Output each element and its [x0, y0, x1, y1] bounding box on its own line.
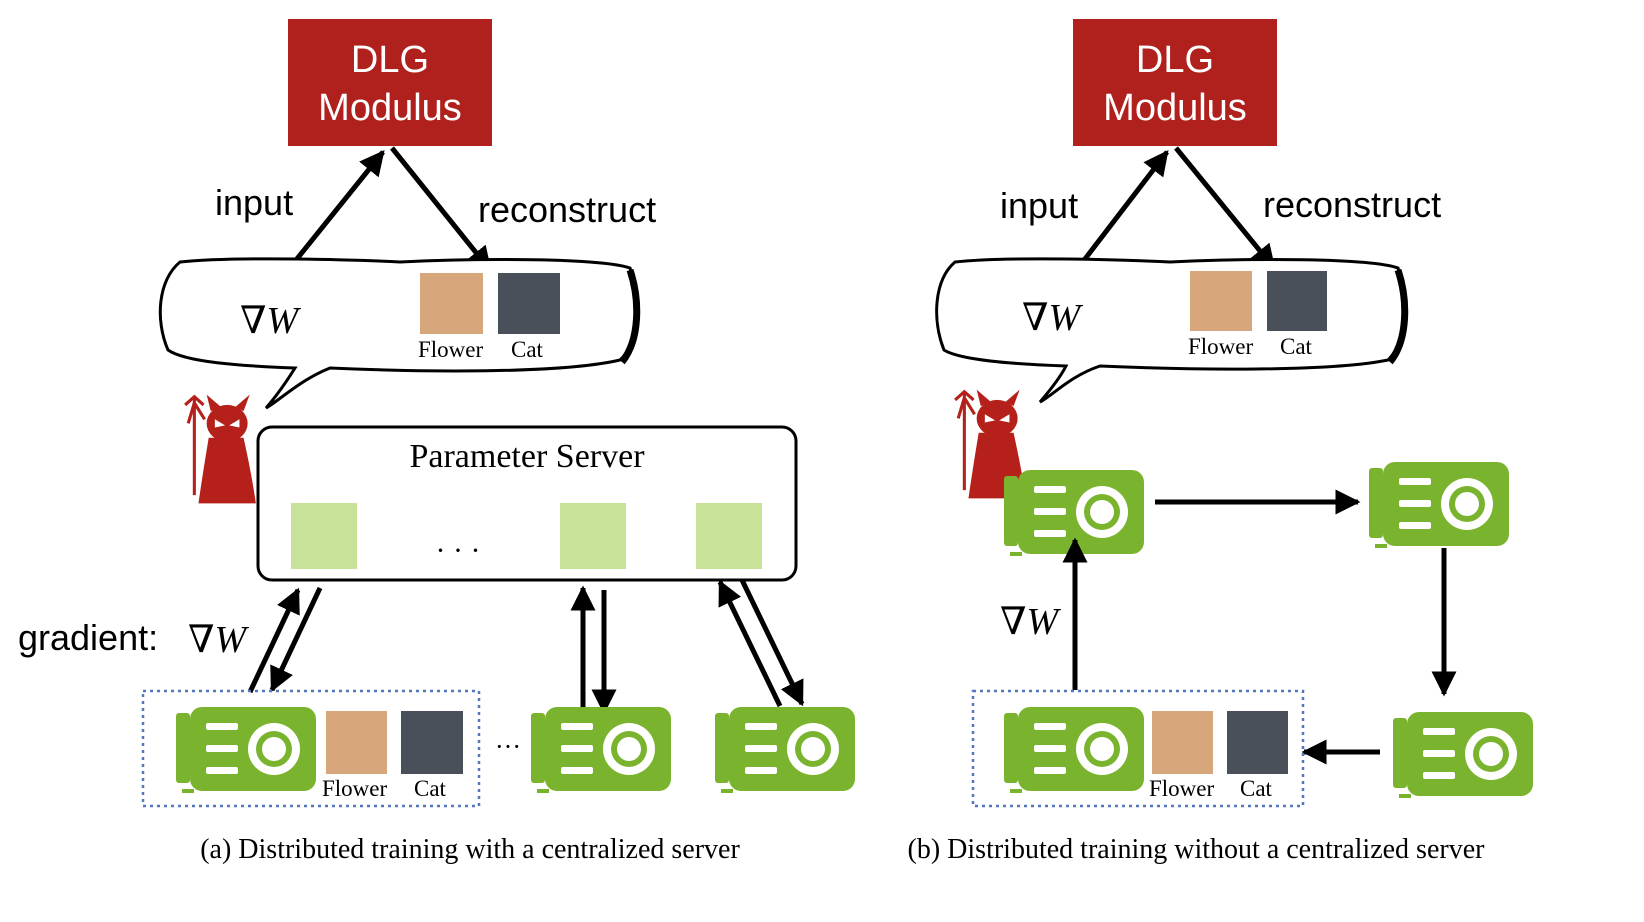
- victim-dotted-box: [971, 689, 1305, 808]
- cat-image: [1267, 271, 1327, 331]
- client-flower-label-b: Flower: [1149, 776, 1215, 801]
- dlg-line1: DLG: [1136, 39, 1214, 81]
- server-slot: [696, 503, 762, 569]
- flower-image: [1190, 271, 1252, 331]
- speech-bubble-b: ∇W Flower Cat: [935, 257, 1409, 404]
- gpu-icon: [1393, 712, 1533, 798]
- caption-a: (a) Distributed training with a centrali…: [200, 834, 740, 865]
- dlg-line1: DLG: [351, 39, 429, 81]
- gpu-icon: [531, 707, 671, 793]
- bubble-grad-a: ∇W: [240, 300, 302, 342]
- server-slot: [291, 503, 357, 569]
- gpu-icon: [176, 707, 316, 793]
- flower-image: [420, 273, 483, 334]
- victim-client-b: Flower Cat: [971, 689, 1305, 808]
- caption-b: (b) Distributed training without a centr…: [908, 834, 1486, 865]
- server-title: Parameter Server: [409, 438, 645, 475]
- input-label-a: input: [215, 182, 293, 223]
- server-slot: [560, 503, 626, 569]
- victim-client-a: Flower Cat: [141, 689, 481, 808]
- cat-image: [401, 711, 463, 774]
- dlg-line2: Modulus: [318, 87, 462, 129]
- speech-bubble-a: ∇W Flower Cat: [158, 257, 641, 410]
- reconstruct-arrow-b: [1174, 146, 1276, 270]
- download-arrow-3: [739, 578, 805, 707]
- gpu-icon: [715, 707, 855, 793]
- dlg-box-rect: [1073, 19, 1277, 146]
- upload-arrow-1: [247, 587, 301, 694]
- client-cat-label-b: Cat: [1240, 776, 1273, 801]
- bubble-flower-label-b: Flower: [1188, 334, 1254, 359]
- download-arrow-1: [269, 586, 323, 693]
- victim-dotted-box: [141, 689, 481, 808]
- dlg-box-rect: [288, 19, 492, 146]
- client-cat-label-a: Cat: [414, 776, 447, 801]
- reconstruct-arrow-a: [390, 146, 492, 272]
- panel-a: DLG Modulus input reconstruct ∇W Flower …: [18, 19, 855, 865]
- gradient-label: gradient:: [18, 617, 158, 658]
- input-label-b: input: [1000, 185, 1078, 226]
- bubble-flower-label-a: Flower: [418, 337, 484, 362]
- input-arrow-b: [1073, 150, 1169, 274]
- cat-image: [1227, 711, 1288, 774]
- client-dots: ···: [495, 732, 521, 761]
- dlg-line2: Modulus: [1103, 87, 1247, 129]
- panel-b: DLG Modulus input reconstruct ∇W Flower …: [908, 19, 1533, 865]
- gpu-icon: [1004, 707, 1144, 793]
- gpu-icon: [1369, 462, 1509, 548]
- reconstruct-label-a: reconstruct: [478, 189, 656, 230]
- parameter-server: Parameter Server · · ·: [256, 425, 798, 582]
- cat-image: [498, 273, 560, 334]
- server-dots: · · ·: [436, 534, 481, 567]
- flower-image: [1152, 711, 1213, 774]
- flower-image: [326, 711, 387, 774]
- upload-arrow-3: [717, 579, 783, 708]
- grad-symbol-b: ∇W: [1000, 601, 1062, 643]
- devil-icon: [183, 393, 258, 505]
- input-arrow-a: [286, 150, 385, 272]
- reconstruct-label-b: reconstruct: [1263, 184, 1441, 225]
- bubble-cat-label-a: Cat: [511, 337, 544, 362]
- gradient-symbol: ∇W: [188, 619, 250, 661]
- client-flower-label-a: Flower: [322, 776, 388, 801]
- bubble-grad-b: ∇W: [1022, 297, 1084, 339]
- bubble-cat-label-b: Cat: [1280, 334, 1313, 359]
- dlg-modulus-box-b: DLG Modulus: [1073, 19, 1277, 146]
- dlg-modulus-box-a: DLG Modulus: [288, 19, 492, 146]
